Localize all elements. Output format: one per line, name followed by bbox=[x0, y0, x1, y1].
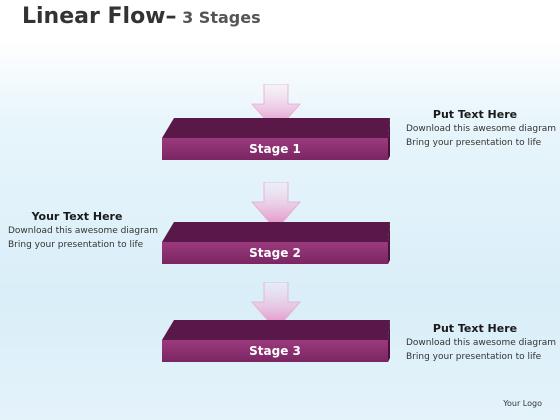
stage-label: Stage 1 bbox=[249, 142, 301, 156]
text-block-line: Download this awesome diagram bbox=[8, 226, 159, 236]
stage-1-block: Stage 1 bbox=[162, 118, 390, 162]
text-block-heading: Your Text Here bbox=[31, 210, 123, 223]
stage-3-block: Stage 3 bbox=[162, 320, 390, 364]
text-block-stage-1: Put Text Here Download this awesome diag… bbox=[406, 108, 560, 150]
title-sub: 3 Stages bbox=[176, 8, 261, 27]
logo-placeholder: Your Logo bbox=[503, 399, 542, 408]
text-block-line: Bring your presentation to life bbox=[8, 240, 144, 250]
stage-label: Stage 2 bbox=[249, 246, 301, 260]
text-block-heading: Put Text Here bbox=[432, 108, 518, 121]
text-block-stage-2: Your Text Here Download this awesome dia… bbox=[8, 210, 168, 252]
text-block-line: Download this awesome diagram bbox=[406, 338, 557, 348]
text-block-line: Download this awesome diagram bbox=[406, 124, 557, 134]
stage-label: Stage 3 bbox=[249, 344, 301, 358]
text-block-stage-3: Put Text Here Download this awesome diag… bbox=[406, 322, 560, 364]
title-bar bbox=[0, 0, 560, 40]
page-title: Linear Flow– 3 Stages bbox=[22, 4, 261, 29]
down-arrow-icon bbox=[251, 282, 301, 331]
text-block-line: Bring your presentation to life bbox=[406, 138, 542, 148]
down-arrow-icon bbox=[251, 182, 301, 231]
text-block-line: Bring your presentation to life bbox=[406, 352, 542, 362]
stage-2-block: Stage 2 bbox=[162, 222, 390, 266]
text-block-heading: Put Text Here bbox=[432, 322, 518, 335]
title-main: Linear Flow– bbox=[22, 4, 177, 29]
